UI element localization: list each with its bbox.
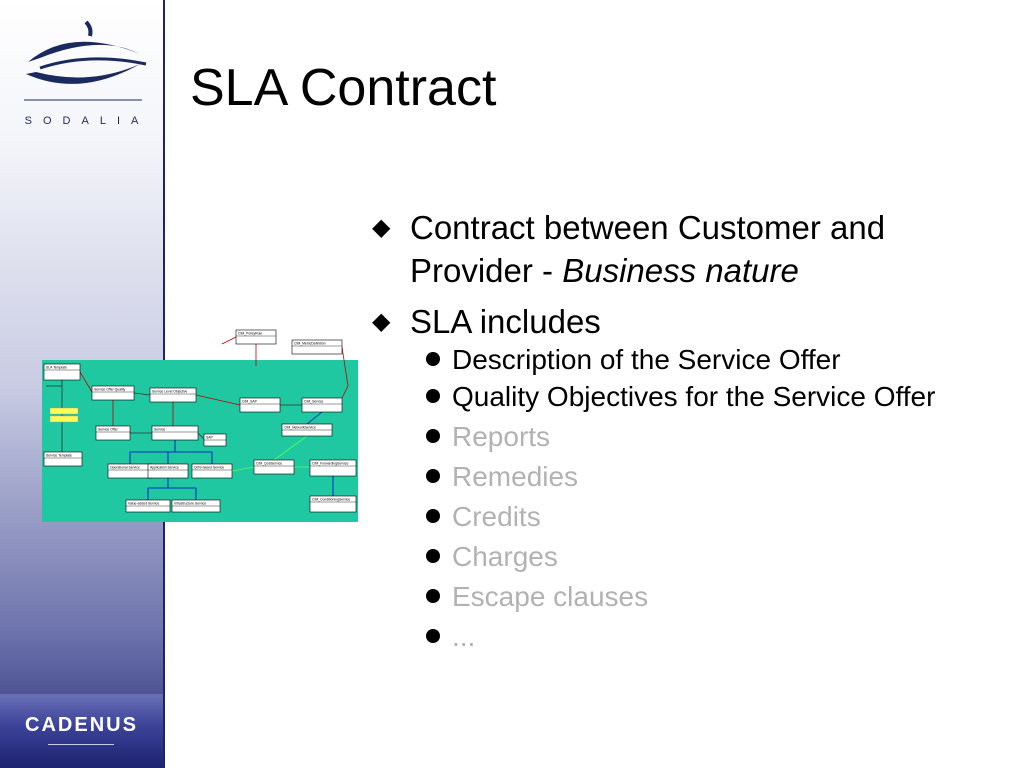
diagram-box-sap: SAP xyxy=(203,433,227,447)
diagram-box-cim-policyrule: CIM_PolicyRule xyxy=(235,329,277,345)
dot-bullet-icon xyxy=(426,352,440,366)
sub-bullet: Credits xyxy=(368,500,1008,533)
diagram-connector xyxy=(195,394,241,406)
diagram-connector xyxy=(273,435,308,461)
sodalia-wordmark: SODALIA xyxy=(24,115,150,127)
diagram-box-label: Service Level Objective xyxy=(152,390,188,394)
diagram-box-cim-service: CIM_Service xyxy=(301,397,343,413)
bullet-sla-includes: ◆ SLA includes xyxy=(368,300,1008,343)
diagram-box-label: Application Service xyxy=(150,466,179,470)
diagram-box-label: CIM_QoSService xyxy=(256,462,282,466)
diagram-box-label: Infrastructure Service xyxy=(174,502,206,506)
sub-bullet: Description of the Service Offer xyxy=(368,343,1008,376)
diamond-bullet-icon: ◆ xyxy=(372,214,391,241)
diagram-connector xyxy=(306,411,323,425)
bullet-contract-emphasis: Business nature xyxy=(562,252,799,289)
diagram-box-cim-conditioningservice: CIM_ConditioningService xyxy=(309,495,357,513)
cadenus-logo: CADENUS xyxy=(0,694,163,768)
diagram-box-label: CIM_NetworkService xyxy=(284,426,316,430)
diagram-box-label: Operational Service xyxy=(110,466,140,470)
bullet-contract: ◆ Contract between Customer and Provider… xyxy=(368,206,1008,292)
diagram-box-label: Service Offer Quality xyxy=(94,388,126,392)
dot-bullet-icon xyxy=(426,549,440,563)
diagram-box-service-level-objective: Service Level Objective xyxy=(149,387,197,403)
diagram-box-label: Service Offer xyxy=(98,428,119,432)
diagram-box-cim-forwardingservice: CIM_ForwardingService xyxy=(309,459,357,477)
sub-bullet: ... xyxy=(368,620,1008,653)
diagram-box-infrastructure-service: Infrastructure Service xyxy=(171,499,221,513)
sub-bullet: Escape clauses xyxy=(368,580,1008,613)
diagram-box-service-template: Service Template xyxy=(43,451,83,467)
diagram-box-service-offer-quality: Service Offer Quality xyxy=(91,385,135,401)
dot-bullet-icon xyxy=(426,469,440,483)
sub-bullet-text: Credits xyxy=(452,501,541,532)
bullet-contract-text: Contract between Customer and Provider - xyxy=(410,209,886,289)
diagram-box-label: CIM_MetricDefinition xyxy=(294,342,326,346)
diagram-connector xyxy=(197,432,205,440)
dot-bullet-icon xyxy=(426,589,440,603)
diagram-box-label: CIM_SAP xyxy=(242,400,258,404)
diagram-box-operational-service: Operational Service xyxy=(107,463,153,479)
diagram-box-label: CIM_ConditioningService xyxy=(312,498,350,502)
diagram-box-label: SAP xyxy=(206,436,214,440)
cadenus-wordmark: CADENUS xyxy=(25,714,138,736)
slide-content: ◆ Contract between Customer and Provider… xyxy=(368,206,1008,653)
sub-bullet: Remedies xyxy=(368,460,1008,493)
diagram-box-cim-networkservice: CIM_NetworkService xyxy=(281,423,333,437)
diagram-box-label: CIM_Service xyxy=(304,400,324,404)
sub-bullet-text: Quality Objectives for the Service Offer xyxy=(452,381,936,412)
sodalia-wave-icon xyxy=(24,20,147,101)
sub-bullet-text: Description of the Service Offer xyxy=(452,344,841,375)
diagram-box-label: QOS-based Service xyxy=(194,466,224,470)
dot-bullet-icon xyxy=(426,429,440,443)
diagram-highlight xyxy=(49,407,79,415)
diagram-connector xyxy=(221,336,237,345)
diagram-highlight xyxy=(49,415,79,423)
dot-bullet-icon xyxy=(426,629,440,643)
sub-bullet-text: Escape clauses xyxy=(452,581,649,612)
diagram-connector xyxy=(79,371,93,393)
diagram-connector xyxy=(133,392,151,396)
sub-bullet: Charges xyxy=(368,540,1008,573)
sub-bullet-text: ... xyxy=(452,621,476,652)
diagram-box-cim-sap: CIM_SAP xyxy=(239,397,281,413)
diagram-box-label: CIM_ForwardingService xyxy=(312,462,348,466)
diagram-box-cim-metricdefinition: CIM_MetricDefinition xyxy=(291,339,343,355)
sub-bullet-text: Charges xyxy=(452,541,558,572)
diamond-bullet-icon: ◆ xyxy=(372,308,391,335)
cadenus-underline xyxy=(48,744,114,745)
diagram-box-label: Service xyxy=(154,428,165,432)
diagram-box-label: CIM_PolicyRule xyxy=(238,332,262,336)
diagram-box-label: Value-added Service xyxy=(128,502,159,506)
diagram-box-qos-based-service: QOS-based Service xyxy=(191,463,233,479)
diagram-box-label: SLA Template xyxy=(46,366,67,370)
sub-bullet: Quality Objectives for the Service Offer xyxy=(368,380,1008,413)
diagram-box-application-service: Application Service xyxy=(147,463,189,479)
sub-bullet-text: Remedies xyxy=(452,461,579,492)
diagram-connector xyxy=(341,385,349,399)
diagram-box-service-offer: Service Offer xyxy=(95,425,131,441)
sub-bullet-text: Reports xyxy=(452,421,551,452)
diagram-connector xyxy=(231,466,255,472)
slide-title: SLA Contract xyxy=(190,59,497,117)
dot-bullet-icon xyxy=(426,389,440,403)
dot-bullet-icon xyxy=(426,509,440,523)
diagram-box-label: Service Template xyxy=(46,454,72,458)
diagram-box-service: Service xyxy=(151,425,199,441)
diagram-connector xyxy=(341,346,349,387)
sub-bullet: Reports xyxy=(368,420,1008,453)
diagram-box-value-added-service: Value-added Service xyxy=(125,499,171,513)
diagram-box-cim-qosservice: CIM_QoSService xyxy=(253,459,295,475)
diagram-box-sla-template: SLA Template xyxy=(43,363,81,381)
sodalia-logo: SODALIA xyxy=(0,0,163,140)
bullet-sla-includes-text: SLA includes xyxy=(410,303,601,340)
